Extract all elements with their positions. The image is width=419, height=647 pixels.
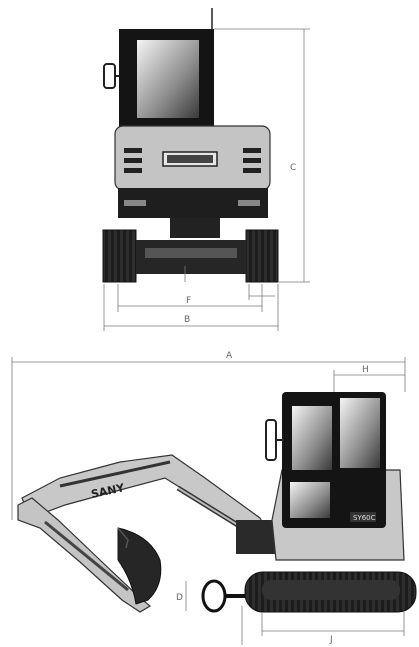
front-mirror xyxy=(103,63,116,89)
side-mirror xyxy=(265,419,277,461)
model-badge-plate xyxy=(350,512,376,522)
dim-b-label: B xyxy=(184,315,190,325)
model-badge: SY60C xyxy=(353,514,376,522)
front-grille-left-2 xyxy=(124,158,142,163)
side-cab-window-side xyxy=(340,398,380,468)
front-center-frame xyxy=(170,218,220,238)
front-grille-right-1 xyxy=(243,148,261,153)
dim-f-label: F xyxy=(186,296,191,306)
front-grille-right-2 xyxy=(243,158,261,163)
side-track-inner xyxy=(262,580,400,600)
front-lower-light-left xyxy=(124,200,146,206)
swing-post xyxy=(236,520,276,554)
front-lower-light-right xyxy=(238,200,260,206)
side-cab-door-window xyxy=(290,482,330,518)
front-track-right xyxy=(245,229,279,283)
dim-a-label: A xyxy=(226,351,233,361)
dim-c-label: C xyxy=(290,163,296,173)
bucket xyxy=(117,527,162,605)
front-grille-right-3 xyxy=(243,168,261,173)
front-axle-highlight xyxy=(145,248,237,258)
side-cab-window-front xyxy=(292,406,332,470)
dim-h-label: H xyxy=(362,365,369,375)
front-cab-window xyxy=(137,40,199,118)
front-grille-left-3 xyxy=(124,168,142,173)
front-track-left xyxy=(102,229,137,283)
bucket-teeth xyxy=(117,527,129,549)
dozer-blade xyxy=(201,579,227,613)
front-grille-left-1 xyxy=(124,148,142,153)
side-view: A H SANY SY60C xyxy=(11,351,417,645)
front-plate-inner xyxy=(167,155,213,163)
dim-j-label: J xyxy=(329,635,333,645)
arm-cylinder xyxy=(44,520,129,592)
front-view: C F B xyxy=(102,8,310,331)
dim-d-label: D xyxy=(176,593,183,603)
boom-stripe xyxy=(59,460,171,488)
